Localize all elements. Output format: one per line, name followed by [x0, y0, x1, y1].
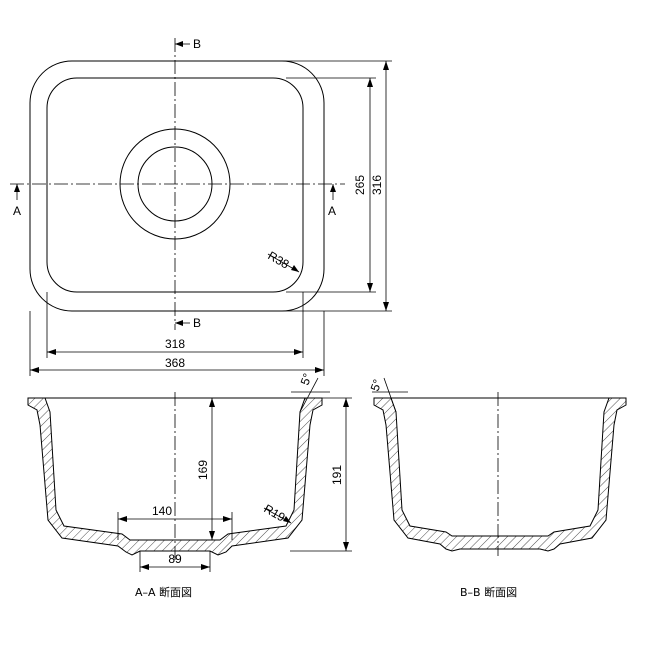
- section-marker-a-left: A: [13, 184, 21, 218]
- dimension-outer-depth: 191: [290, 397, 352, 552]
- dimension-bottom-width: 140: [117, 504, 233, 540]
- dimension-inner-width: 318: [46, 292, 304, 358]
- section-aa-body: [27, 397, 323, 556]
- svg-text:318: 318: [165, 337, 185, 351]
- section-bb: 5° B–B 断面図: [368, 377, 627, 599]
- dimension-drain-width: 89: [139, 551, 211, 572]
- svg-text:140: 140: [152, 504, 172, 518]
- section-marker-a-right: A: [328, 184, 336, 218]
- svg-text:368: 368: [165, 356, 185, 370]
- dimension-draft-angle-bb: 5°: [368, 377, 408, 413]
- svg-text:B: B: [193, 37, 201, 51]
- section-aa: 5° 169 191 140: [27, 371, 352, 599]
- dimension-corner-radius: R38: [266, 248, 300, 273]
- svg-text:5°: 5°: [298, 371, 315, 387]
- plan-view: B B A A 265: [10, 37, 392, 376]
- svg-text:191: 191: [330, 465, 344, 485]
- svg-text:265: 265: [353, 175, 367, 195]
- svg-text:A: A: [328, 204, 336, 218]
- section-marker-b-top: B: [175, 37, 201, 51]
- svg-text:5°: 5°: [368, 377, 385, 393]
- svg-text:B: B: [193, 316, 201, 330]
- section-bb-body: [373, 397, 627, 552]
- svg-text:R38: R38: [266, 248, 292, 271]
- svg-text:89: 89: [168, 552, 182, 566]
- svg-text:169: 169: [196, 460, 210, 480]
- section-aa-caption: A–A 断面図: [135, 585, 192, 599]
- dimension-inner-depth: 169: [196, 398, 215, 540]
- dimension-draft-angle-aa: 5°: [291, 371, 330, 413]
- section-bb-caption: B–B 断面図: [460, 585, 517, 599]
- dimension-outer-width: 368: [29, 311, 325, 376]
- dimension-outer-height: 316: [282, 60, 392, 312]
- section-marker-b-bottom: B: [175, 316, 201, 330]
- dimension-inner-height: 265: [286, 77, 376, 293]
- sink-outer-outline: [29, 60, 325, 312]
- svg-text:R19: R19: [262, 501, 288, 524]
- svg-text:A: A: [13, 204, 21, 218]
- svg-text:316: 316: [370, 175, 384, 195]
- dimension-bottom-radius: R19: [262, 501, 292, 525]
